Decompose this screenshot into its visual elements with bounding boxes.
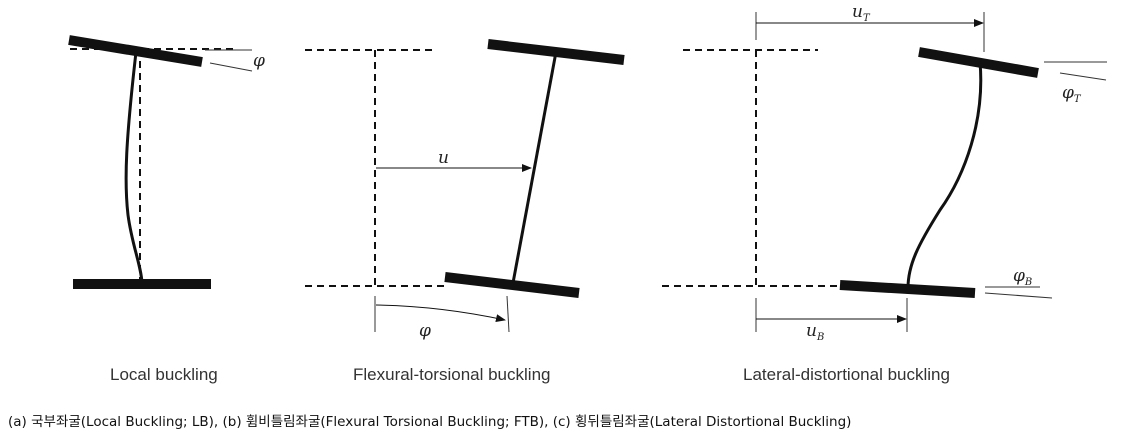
bottom-rotation-angle-line [984,292,1053,299]
displacement-symbol-u: u [438,148,449,168]
rotation-angle-line [209,62,253,72]
top-rotation-angle-line [1059,72,1107,81]
top-displacement-symbol: uT [852,2,871,24]
buckled-web [124,51,144,284]
rotated-top-flange [68,35,203,67]
rotation-symbol-phi: φ [253,51,265,71]
top-rotation-symbol: φT [1062,83,1082,105]
panel-flexural-torsional-buckling: u φ Flexural-torsional buckling [305,39,625,384]
panel-label-local: Local buckling [110,365,218,384]
panel-label-lateral-distortional: Lateral-distortional buckling [743,365,950,384]
panel-lateral-distortional-buckling: uT φT uB φB Lateral-distortional bucklin… [662,2,1107,384]
bottom-displacement-symbol: uB [806,321,824,343]
rotation-angle-arc [375,304,506,323]
panel-local-buckling: φ Local buckling [68,35,265,384]
rotation-symbol-phi: φ [419,321,431,341]
figure-caption: (a) 국부좌굴(Local Buckling; LB), (b) 휨비틀림좌굴… [8,414,852,430]
displaced-bottom-flange [444,272,580,298]
displaced-top-flange [918,47,1039,78]
rotation-extension-right [506,295,510,333]
distorted-web [906,61,983,289]
panel-label-flexural-torsional: Flexural-torsional buckling [353,365,550,384]
displaced-web [511,51,558,284]
bottom-rotation-symbol: φB [1013,266,1032,288]
displaced-bottom-flange [839,280,976,298]
